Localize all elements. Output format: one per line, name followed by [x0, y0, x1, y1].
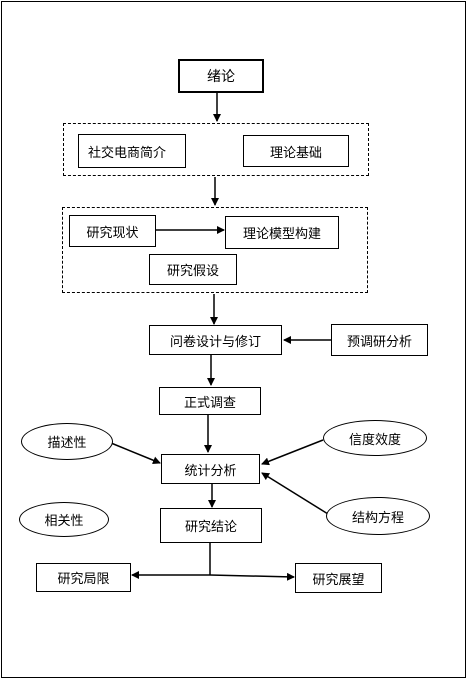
node-research-status-label: 研究现状	[86, 225, 139, 241]
node-correlation: 相关性	[19, 502, 109, 537]
node-correlation-label: 相关性	[44, 514, 84, 529]
node-reliability: 信度效度	[323, 420, 427, 456]
node-social-ecom-label: 社交电商简介	[88, 145, 167, 161]
node-sem-label: 结构方程	[351, 510, 404, 526]
node-conclusion-label: 研究结论	[184, 520, 237, 535]
node-descriptive-label: 描述性	[47, 436, 87, 451]
node-formal-survey-label: 正式调查	[183, 395, 236, 411]
node-research-status: 研究现状	[69, 215, 156, 247]
group-background	[63, 123, 369, 176]
edge-descriptive-to-stat	[110, 442, 161, 465]
node-reliability-label: 信度效度	[348, 432, 401, 448]
node-pre-survey-label: 预调研分析	[346, 334, 412, 350]
node-stat-analysis-label: 统计分析	[184, 463, 237, 479]
node-outlook-label: 研究展望	[312, 572, 365, 588]
node-hypothesis-label: 研究假设	[166, 264, 219, 279]
edge-split-to-outlook	[209, 572, 295, 581]
node-outlook: 研究展望	[295, 563, 382, 593]
edge-reliability-to-stat	[261, 439, 324, 466]
node-conclusion: 研究结论	[160, 508, 262, 543]
node-limitations: 研究局限	[36, 563, 131, 592]
node-sem: 结构方程	[326, 497, 430, 535]
node-intro-label: 绪论	[207, 69, 235, 85]
node-model-build-label: 理论模型构建	[242, 227, 321, 242]
node-theory-basis-label: 理论基础	[269, 145, 322, 161]
node-social-ecom: 社交电商简介	[78, 134, 186, 168]
group-model	[62, 207, 368, 293]
node-pre-survey: 预调研分析	[331, 324, 428, 356]
edge-sem-to-stat	[261, 472, 329, 515]
node-questionnaire: 问卷设计与修订	[149, 325, 282, 355]
node-descriptive: 描述性	[21, 423, 113, 460]
node-formal-survey: 正式调查	[159, 387, 261, 415]
node-theory-basis: 理论基础	[243, 135, 349, 167]
node-questionnaire-label: 问卷设计与修订	[169, 334, 261, 350]
node-limitations-label: 研究局限	[57, 572, 110, 587]
node-model-build: 理论模型构建	[225, 216, 339, 249]
node-stat-analysis: 统计分析	[161, 454, 260, 484]
node-intro: 绪论	[178, 59, 264, 93]
node-hypothesis: 研究假设	[149, 254, 237, 285]
